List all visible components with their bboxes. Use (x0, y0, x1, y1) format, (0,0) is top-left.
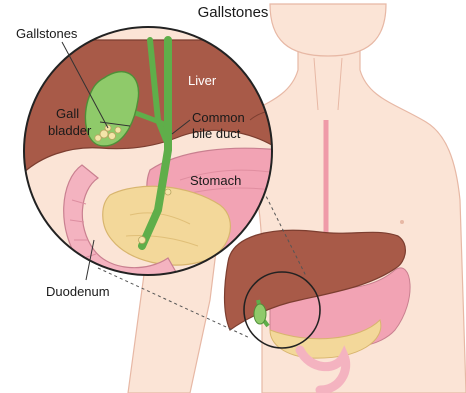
label-duodenum: Duodenum (46, 285, 110, 299)
label-bile-duct: bile duct (192, 127, 240, 141)
duct-stone (139, 237, 146, 244)
label-common: Common (192, 111, 245, 125)
label-bladder: bladder (48, 124, 91, 138)
duct-stone (165, 189, 171, 195)
label-stomach: Stomach (190, 174, 241, 188)
small-gallbladder (254, 304, 266, 324)
nipple (400, 220, 404, 224)
diagram-title: Gallstones (0, 4, 466, 21)
label-liver: Liver (188, 74, 216, 88)
label-gallstones: Gallstones (16, 27, 77, 41)
label-gall: Gall (56, 107, 79, 121)
